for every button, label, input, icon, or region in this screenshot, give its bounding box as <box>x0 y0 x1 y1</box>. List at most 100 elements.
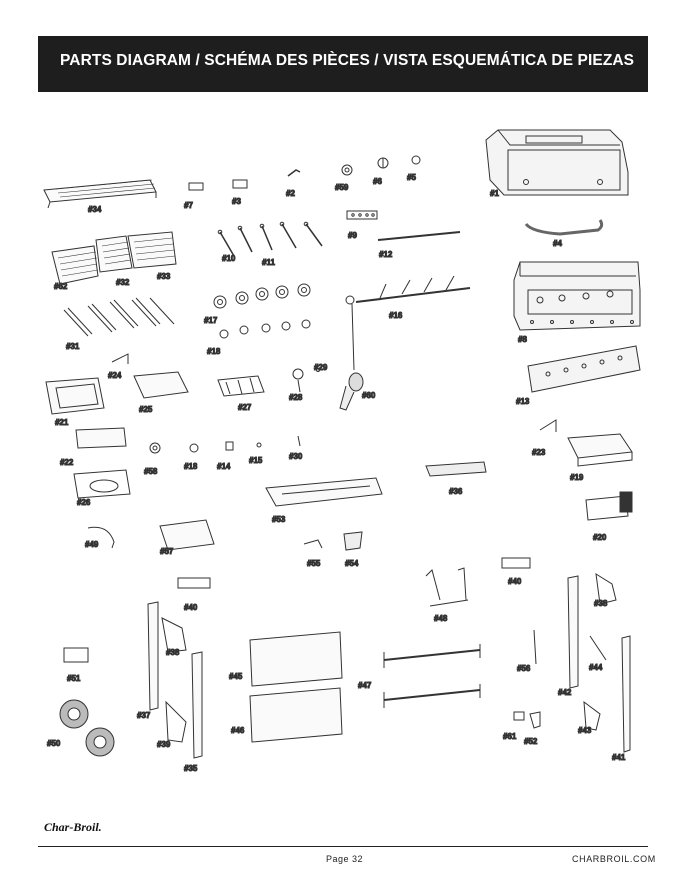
label-part: #48 <box>434 614 448 623</box>
label-part: #28 <box>289 393 303 402</box>
label-part: #19 <box>570 473 584 482</box>
label-part: #35 <box>184 764 198 773</box>
label-part: #2 <box>286 189 295 198</box>
part-lid-handle <box>524 219 604 236</box>
label-part: #46 <box>231 726 245 735</box>
label-part: #14 <box>217 462 231 471</box>
part-40-left <box>177 577 211 589</box>
label-part: #25 <box>139 405 153 414</box>
label-part: #60 <box>362 391 376 400</box>
label-part: #6 <box>373 177 382 186</box>
label-part: #4 <box>553 239 562 248</box>
part-lid <box>485 129 629 196</box>
label-part: #23 <box>532 448 546 457</box>
footer-divider <box>38 846 648 847</box>
page-number: Page 32 <box>326 854 364 864</box>
part-grease-cup <box>303 531 363 551</box>
label-part: #20 <box>593 533 607 542</box>
label-part: #9 <box>348 231 357 240</box>
label-part: #42 <box>558 688 572 697</box>
part-cable-shield <box>87 519 215 551</box>
part-manifold-regulator <box>339 275 471 411</box>
part-grease-tray <box>265 477 383 507</box>
label-part: #1 <box>490 189 499 198</box>
label-part: #50 <box>47 739 61 748</box>
part-firebox <box>513 261 641 331</box>
part-51 <box>63 647 89 663</box>
part-rods-47 <box>383 644 481 708</box>
label-part: #54 <box>345 559 359 568</box>
label-part: #21 <box>55 418 69 427</box>
part-panel-46 <box>249 687 343 743</box>
label-part: #12 <box>379 250 393 259</box>
part-leg-right <box>513 573 631 753</box>
label-part: #17 <box>204 316 218 325</box>
label-part: #40 <box>508 577 522 586</box>
part-side-shelf-right <box>539 419 633 521</box>
label-part: #15 <box>249 456 263 465</box>
label-part: #34 <box>88 205 102 214</box>
label-part: #55 <box>307 559 321 568</box>
label-part: #27 <box>238 403 252 412</box>
label-part: #30 <box>289 452 303 461</box>
label-part: #33 <box>157 272 171 281</box>
part-warming-rack <box>43 179 157 209</box>
part-side-burner <box>73 427 131 499</box>
part-heat-tents <box>63 297 175 337</box>
part-40-right <box>501 557 531 569</box>
part-supports <box>425 567 469 607</box>
label-part: #36 <box>449 487 463 496</box>
website-url: CHARBROIL.COM <box>572 854 656 864</box>
part-side-shelf-left <box>45 353 265 415</box>
label-part: #8 <box>518 335 527 344</box>
part-rod <box>377 231 461 241</box>
label-part: #22 <box>60 458 74 467</box>
label-part: #53 <box>272 515 286 524</box>
label-part: #3 <box>232 197 241 206</box>
label-part: #62 <box>54 282 68 291</box>
label-part: #7 <box>184 201 193 210</box>
label-part: #38 <box>166 648 180 657</box>
label-part: #56 <box>517 664 531 673</box>
label-part: #29 <box>314 363 328 372</box>
label-part: #11 <box>262 258 275 267</box>
label-part: #51 <box>67 674 81 683</box>
title-banner: PARTS DIAGRAM / SCHÉMA DES PIÈCES / VIST… <box>38 36 648 92</box>
label-part: #16 <box>389 311 403 320</box>
label-part: #24 <box>108 371 122 380</box>
label-part: #26 <box>77 498 91 507</box>
label-part: #49 <box>85 540 99 549</box>
label-part: #18 <box>207 347 221 356</box>
part-burner-valve <box>292 368 320 393</box>
label-part: #43 <box>578 726 592 735</box>
label-part: #18 <box>184 462 198 471</box>
page-title: PARTS DIAGRAM / SCHÉMA DES PIÈCES / VIST… <box>60 52 635 69</box>
label-part: #47 <box>358 681 372 690</box>
label-part: #44 <box>589 663 603 672</box>
part-misc-small <box>149 435 301 454</box>
label-part: #13 <box>516 397 530 406</box>
label-part: #10 <box>222 254 236 263</box>
label-part: #32 <box>116 278 130 287</box>
label-part: #39 <box>157 740 171 749</box>
label-part: #38 <box>594 599 608 608</box>
part-ignitor-wires <box>217 221 323 257</box>
label-part: #45 <box>229 672 243 681</box>
label-part: #58 <box>144 467 158 476</box>
label-part: #31 <box>66 342 80 351</box>
label-part: #5 <box>407 173 416 182</box>
part-knobs-bezels <box>213 283 311 339</box>
label-part: #41 <box>612 753 626 762</box>
part-cooking-grates <box>51 231 177 285</box>
label-part: #52 <box>524 737 538 746</box>
part-leg-left <box>147 601 203 759</box>
label-part: #59 <box>335 183 349 192</box>
part-small-hardware <box>188 155 421 220</box>
part-bracket-36 <box>425 461 487 477</box>
part-control-panel <box>527 345 641 393</box>
brand-logo: Char-Broil. <box>44 820 102 834</box>
part-wheels <box>59 699 115 757</box>
label-part: #37 <box>137 711 151 720</box>
